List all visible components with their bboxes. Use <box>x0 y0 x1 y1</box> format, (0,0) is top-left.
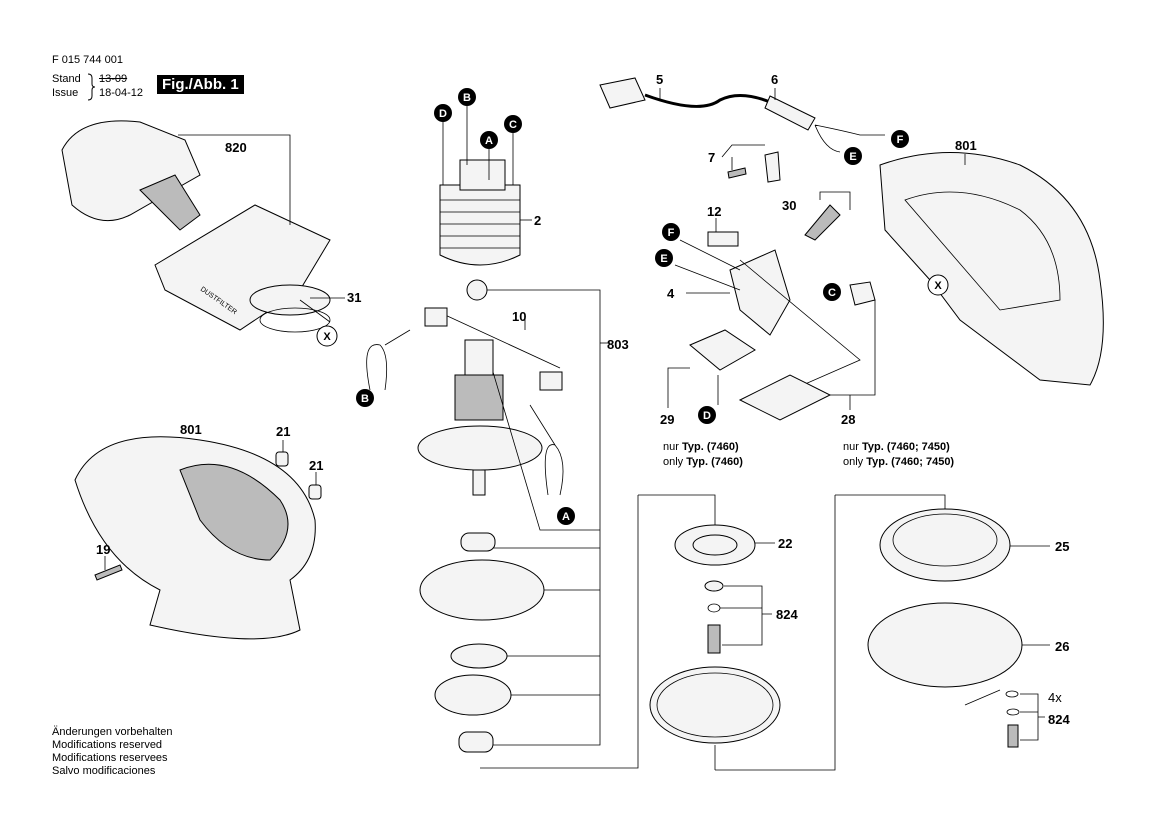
part-number-12: 12 <box>707 204 721 219</box>
part-number-19: 19 <box>96 542 110 557</box>
part-number-10: 10 <box>512 309 526 324</box>
part-number-22: 22 <box>778 536 792 551</box>
seal-ring-part <box>649 666 781 744</box>
part-number-26: 26 <box>1055 639 1069 654</box>
svg-text:nur Typ. (7460; 7450): nur Typ. (7460; 7450) <box>843 441 950 453</box>
connector-c: C <box>828 287 836 299</box>
part-number-29: 29 <box>660 412 674 427</box>
connector-d: D <box>703 410 711 422</box>
svg-text:only Typ. (7460): only Typ. (7460) <box>663 456 743 468</box>
footer-notes: Änderungen vorbehalten Modifications res… <box>52 726 172 778</box>
issue-date: 18-04-12 <box>99 87 144 99</box>
footer-line: Änderungen vorbehalten <box>52 726 173 738</box>
part-number-28: 28 <box>841 412 855 427</box>
part-number-30: 30 <box>782 198 796 213</box>
note-28: nur Typ. (7460; 7450) only Typ. (7460; 7… <box>843 441 954 468</box>
part-number-824: 824 <box>1048 712 1070 727</box>
footer-line: Salvo modificaciones <box>52 765 156 777</box>
screw-part <box>94 564 123 581</box>
part-number-6: 6 <box>771 72 778 87</box>
armature-part <box>417 279 545 753</box>
part-number-820: 820 <box>225 140 247 155</box>
sanding-pad-part <box>867 602 1023 688</box>
part-number-25: 25 <box>1055 539 1069 554</box>
old-date: 13-09 <box>99 73 128 85</box>
note-29: nur Typ. (7460) only Typ. (7460) <box>663 441 743 468</box>
connector-x-label: X <box>934 280 942 292</box>
control-board-part <box>738 374 832 421</box>
svg-text:nur Typ. (7460): nur Typ. (7460) <box>663 441 739 453</box>
part-number-21: 21 <box>309 458 323 473</box>
part-number-803: 803 <box>607 337 629 352</box>
connector-b: B <box>361 393 369 405</box>
part-number-31: 31 <box>347 290 361 305</box>
connector-a: A <box>562 511 570 523</box>
footer-line: Modifications reservees <box>52 752 168 764</box>
connector-e: E <box>660 253 667 265</box>
part-number-801-right: 801 <box>955 138 977 153</box>
connector-x-marker <box>927 274 949 296</box>
capacitor-part <box>707 231 739 247</box>
figure-label: Fig./Abb. 1 <box>157 75 244 94</box>
part-number-801-left: 801 <box>180 422 202 437</box>
switch-part <box>729 249 791 336</box>
svg-text:only Typ. (7460; 7450): only Typ. (7460; 7450) <box>843 456 954 468</box>
switch-slider-part <box>804 204 841 241</box>
connector-x-marker <box>316 325 338 347</box>
document-number: F 015 744 001 <box>52 54 123 66</box>
part-number-824: 824 <box>776 607 798 622</box>
power-cord-part <box>599 77 885 153</box>
protective-ring-part <box>879 508 1011 582</box>
part-number-4: 4 <box>667 286 675 301</box>
connector-f: F <box>668 227 675 239</box>
connector-e: E <box>849 151 856 163</box>
part-number-5: 5 <box>656 72 663 87</box>
connector-f: F <box>897 134 904 146</box>
field-coil-part <box>439 159 521 266</box>
connector-markers: D B A C B A F E F E C D <box>356 88 909 525</box>
revision-brace-icon <box>87 73 96 101</box>
footer-line: Modifications reserved <box>52 739 163 751</box>
connector-d: D <box>439 108 447 120</box>
part-number-2: 2 <box>534 213 541 228</box>
dust-box-part: DUSTFILTER <box>61 120 331 333</box>
part-number-7: 7 <box>708 150 715 165</box>
connector-b: B <box>463 92 471 104</box>
issue-label: Issue <box>52 87 79 99</box>
connector-x-label: X <box>323 331 331 343</box>
connector-c: C <box>509 119 517 131</box>
connector-a: A <box>485 135 493 147</box>
part-number-21: 21 <box>276 424 290 439</box>
housing-half-right-part <box>879 152 1104 386</box>
stand-label: Stand <box>52 73 81 85</box>
quantity-4x: 4x <box>1048 690 1062 705</box>
electronic-module-part <box>689 329 756 371</box>
